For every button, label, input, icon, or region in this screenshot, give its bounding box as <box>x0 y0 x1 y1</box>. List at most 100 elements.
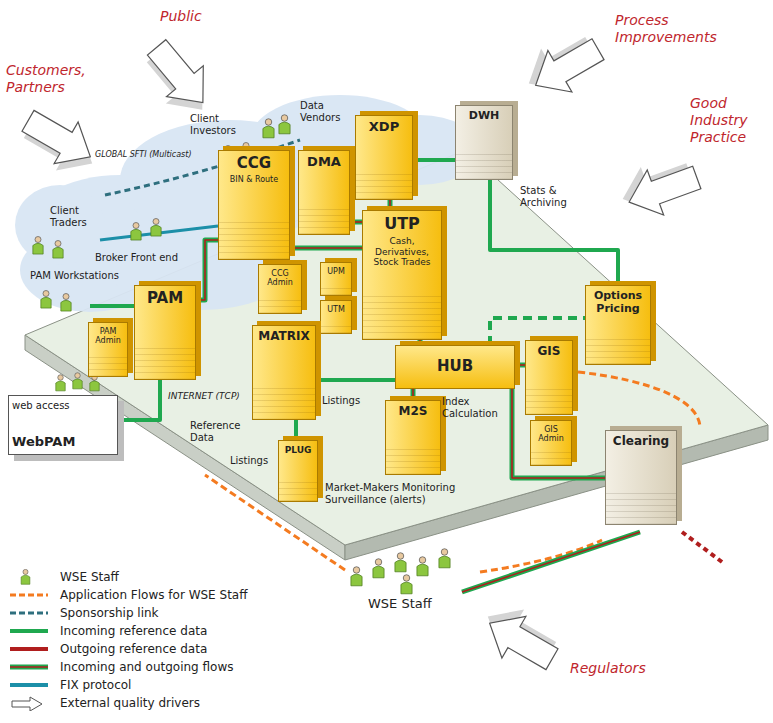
connector-line <box>515 363 525 368</box>
hub-box: HUB <box>395 345 515 389</box>
connector-line <box>350 220 362 225</box>
illustration-part <box>682 532 722 562</box>
legend-entry: Application Flows for WSE Staff <box>8 586 247 604</box>
illustration-part <box>134 32 224 125</box>
flow-connector <box>490 180 618 285</box>
server-box: Clearing <box>605 430 677 525</box>
quality-driver-label: Customers, Partners <box>6 62 98 96</box>
node-title: CCG <box>222 155 286 172</box>
flow-connector <box>196 240 218 300</box>
illustration-part <box>578 372 700 428</box>
connector-line <box>196 240 218 300</box>
legend-text: WSE Staff <box>60 570 119 584</box>
legend-sample <box>8 587 52 603</box>
connector-line <box>490 180 618 285</box>
legend-line <box>10 683 48 687</box>
node-text: Cash, Derivatives, Stock Trades <box>366 236 438 267</box>
legend-text: External quality drivers <box>60 696 200 710</box>
legend-text: Incoming reference data <box>60 624 207 638</box>
flow-connector <box>350 222 362 223</box>
annotation-label: PAM Workstations <box>30 270 119 282</box>
illustration-part <box>478 602 564 680</box>
decorative-flows <box>90 140 722 592</box>
legend-line <box>10 647 48 651</box>
legend-sample <box>8 605 52 621</box>
server-box: DMA <box>298 150 350 235</box>
server-box: UPM <box>320 262 352 296</box>
connector-line <box>388 200 393 210</box>
illustration-part <box>373 559 384 578</box>
illustration-part <box>56 375 65 391</box>
legend-entry: Sponsorship link <box>8 604 247 622</box>
node-text: BIN & Route <box>222 175 286 184</box>
people-icons <box>33 115 450 594</box>
legend-sample <box>8 659 52 675</box>
node-title: web access <box>12 400 114 412</box>
server-box: PLUG <box>278 440 318 502</box>
legend-entry: FIX protocol <box>8 676 247 694</box>
annotation-label: Listings <box>230 455 268 467</box>
illustration-part <box>151 219 161 237</box>
illustration-part <box>90 375 99 391</box>
connector-inner-line <box>350 221 362 223</box>
node-title: UTM <box>324 305 348 314</box>
legend-sample <box>8 641 52 657</box>
illustration-part <box>41 291 51 309</box>
quality-arrow-icon <box>12 697 42 711</box>
server-box: PAM <box>134 285 196 380</box>
legend-sample <box>8 569 52 585</box>
node-title: Options Pricing <box>589 290 647 315</box>
node-title: PLUG <box>282 445 314 455</box>
server-box: UTM <box>320 300 352 334</box>
illustration-part <box>462 532 640 592</box>
flow-connector <box>316 380 395 381</box>
server-box: MATRIX <box>252 325 316 420</box>
annotation-label: GLOBAL SFTI (Multicast) <box>95 150 192 160</box>
quality-driver-label: Good Industry Practice <box>690 95 768 145</box>
connector-line <box>316 378 395 382</box>
server-box: GIS Admin <box>530 420 572 466</box>
annotation-label: WSE Staff <box>368 596 432 612</box>
node-title: PAM Admin <box>92 327 124 345</box>
connector-line <box>413 158 455 162</box>
connector-inner-line <box>196 240 218 300</box>
connector-line <box>290 246 362 251</box>
node-title: M2S <box>389 405 437 419</box>
annotation-label: Index Calculation <box>442 396 506 420</box>
flow-connector <box>390 200 391 210</box>
node-title: Clearing <box>609 435 673 449</box>
web-access-box: web accessWebPAM <box>8 395 118 455</box>
illustration-part <box>131 223 141 241</box>
server-box: PAM Admin <box>88 322 128 377</box>
node-title: GIS <box>529 345 569 359</box>
connector-inner-line <box>290 247 362 249</box>
legend-entry: Incoming reference data <box>8 622 247 640</box>
legend-sample <box>8 677 52 693</box>
legend-text: Sponsorship link <box>60 606 159 620</box>
illustration-part <box>615 150 705 226</box>
illustration-part <box>53 241 63 259</box>
annotation-label: INTERNET (TCP) <box>168 391 240 402</box>
legend-line <box>10 665 48 670</box>
node-title: XDP <box>359 120 409 135</box>
server-box: DWH <box>455 105 513 180</box>
annotation-label: Broker Front end <box>95 252 178 264</box>
server-box: Options Pricing <box>585 285 651 365</box>
illustration-part <box>279 115 290 134</box>
illustration-part <box>351 567 362 586</box>
annotation-label: Data Vendors <box>300 100 352 124</box>
quality-driver-label: Regulators <box>570 660 646 677</box>
connector-inner-line <box>389 200 391 210</box>
annotation-label: Reference Data <box>190 420 250 444</box>
connector-inner-line <box>412 389 414 400</box>
illustration-part <box>138 32 221 118</box>
server-box: UTPCash, Derivatives, Stock Trades <box>362 210 442 340</box>
quality-driver-label: Public <box>160 8 202 25</box>
annotation-label: Client Investors <box>190 113 250 137</box>
illustration-part <box>61 294 71 312</box>
node-title: MATRIX <box>256 330 312 344</box>
node-title: PAM <box>138 290 192 307</box>
legend-text: FIX protocol <box>60 678 131 692</box>
annotation-label: Client Traders <box>50 205 100 229</box>
legend-entry: External quality drivers <box>8 694 247 712</box>
